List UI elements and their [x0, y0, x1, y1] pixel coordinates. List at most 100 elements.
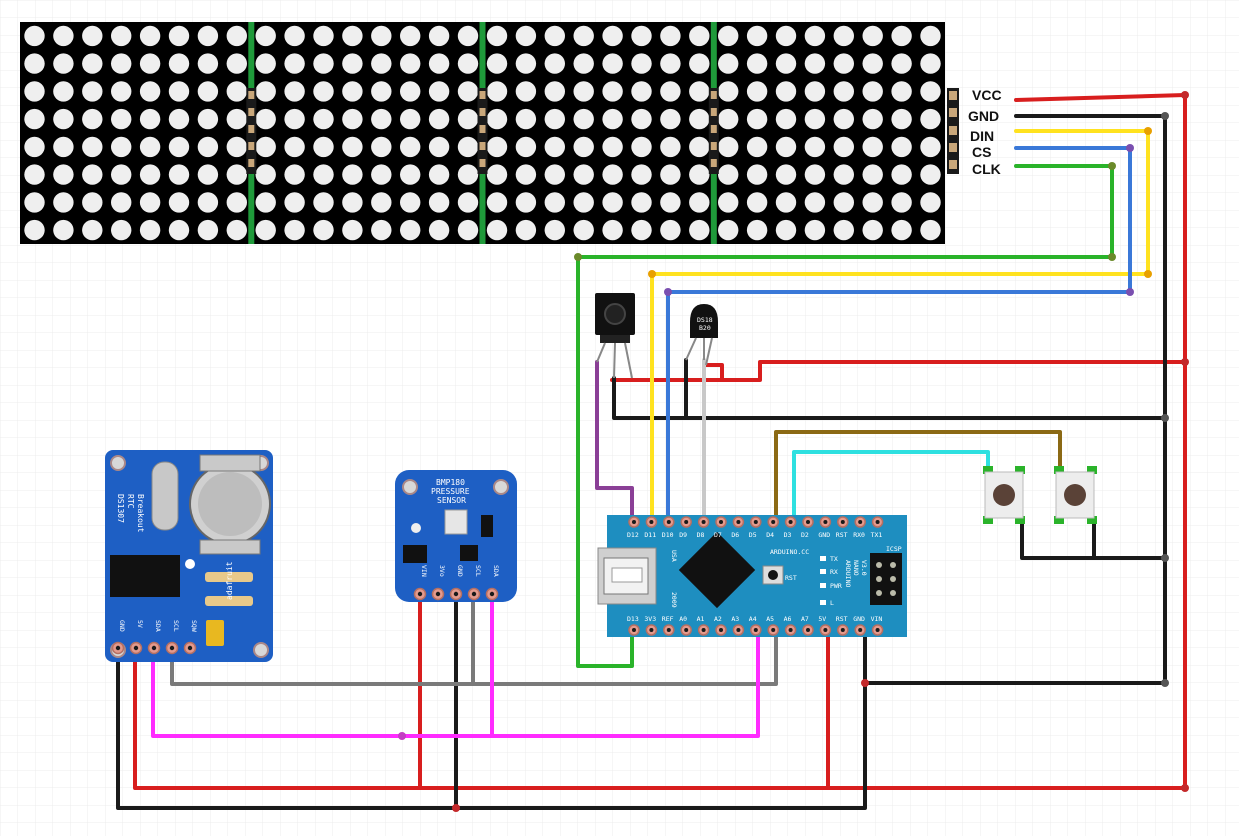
led-dot	[139, 108, 161, 130]
led-dot	[602, 136, 623, 158]
led-dot	[457, 192, 479, 213]
arduino-icsp: ICSP	[886, 545, 902, 553]
led-dot	[573, 81, 594, 102]
led-dot	[313, 192, 334, 213]
led-dot	[602, 164, 623, 185]
arduino-pin-label: TX1	[871, 531, 883, 539]
arduino-pin-label: 5V	[818, 615, 826, 623]
temperature-sensor-ds18b20: DS18 B20	[685, 304, 718, 366]
led-dot	[631, 108, 652, 130]
led-dot	[573, 192, 594, 213]
led-dot	[313, 81, 334, 102]
led-dot	[457, 81, 479, 102]
led-dot	[631, 25, 652, 47]
led-dot	[515, 219, 537, 241]
arduino-pin-label: A4	[749, 615, 757, 623]
led-dot	[400, 192, 421, 213]
bmp-pin-label: 3Vo	[438, 565, 446, 577]
led-dot	[891, 136, 912, 158]
led-dot	[342, 81, 363, 102]
led-dot	[284, 219, 305, 241]
led-dot	[111, 192, 132, 213]
rtc-title-line1: DS1307	[116, 494, 125, 523]
led-dot	[718, 53, 739, 74]
led-dot	[53, 136, 74, 158]
led-dot	[660, 136, 681, 158]
led-dot	[226, 81, 247, 102]
bmp-pin-label: VIN	[420, 565, 428, 577]
led-dot	[371, 192, 392, 213]
led-dot	[718, 108, 739, 130]
led-dot	[862, 53, 883, 74]
led-dot	[226, 25, 247, 47]
arduino-pin-label: D12	[627, 531, 639, 539]
led-dot	[920, 53, 941, 74]
led-dot	[400, 219, 421, 241]
led-dot	[400, 136, 421, 158]
led-dot	[718, 192, 739, 213]
led-dot	[746, 25, 768, 47]
led-dot	[53, 25, 74, 47]
led-dot	[573, 53, 594, 74]
led-dot	[804, 219, 826, 241]
led-dot	[197, 192, 219, 213]
led-dot	[804, 81, 826, 102]
ir-receiver	[595, 293, 635, 379]
led-dot	[24, 136, 45, 158]
led-dot	[544, 136, 565, 158]
led-dot	[139, 219, 161, 241]
led-dot	[775, 25, 797, 47]
led-dot	[428, 219, 450, 241]
led-dot	[139, 136, 161, 158]
led-dot	[920, 81, 941, 102]
arduino-pin-label: D3	[784, 531, 792, 539]
push-button-2	[1054, 466, 1097, 524]
led-dot	[689, 192, 710, 213]
led-dot	[168, 53, 190, 74]
wire-i2c-sda	[151, 630, 760, 738]
arduino-led-pwr: PWR	[830, 582, 842, 590]
led-dot	[544, 53, 565, 74]
led-dot	[457, 108, 479, 130]
led-dot	[920, 219, 941, 241]
led-dot	[862, 164, 883, 185]
led-dot	[24, 108, 45, 130]
led-dot	[486, 53, 508, 74]
led-dot	[342, 164, 363, 185]
led-dot	[804, 136, 826, 158]
led-dot	[602, 81, 623, 102]
arduino-pin-label: D5	[749, 531, 757, 539]
led-matrix-display: VCC GND DIN CS CLK	[20, 22, 1002, 244]
led-dot	[544, 25, 565, 47]
led-dot	[371, 108, 392, 130]
led-dot	[371, 164, 392, 185]
led-dot	[746, 108, 768, 130]
led-dot	[313, 164, 334, 185]
led-dot	[226, 164, 247, 185]
led-dot	[746, 81, 768, 102]
led-dot	[197, 108, 219, 130]
led-dot	[168, 108, 190, 130]
led-dot	[775, 53, 797, 74]
led-dot	[689, 219, 710, 241]
led-dot	[342, 219, 363, 241]
led-dot	[891, 219, 912, 241]
arduino-led-rx: RX	[830, 568, 838, 576]
arduino-pin-label: A1	[697, 615, 705, 623]
arduino-model-line1: ARDUINO	[844, 560, 852, 587]
wire-vcc-ds18	[704, 363, 724, 380]
led-dot	[284, 108, 305, 130]
wire-gnd-bottom	[116, 626, 867, 810]
led-dot	[428, 25, 450, 47]
arduino-pin-label: D4	[766, 531, 774, 539]
led-dot	[862, 136, 883, 158]
led-dot	[197, 25, 219, 47]
led-dot	[400, 164, 421, 185]
led-dot	[602, 192, 623, 213]
led-dot	[631, 192, 652, 213]
wire-joints	[398, 91, 1189, 812]
led-dot	[891, 53, 912, 74]
led-dot	[255, 164, 276, 185]
rtc-pin-label: GND	[118, 620, 126, 632]
